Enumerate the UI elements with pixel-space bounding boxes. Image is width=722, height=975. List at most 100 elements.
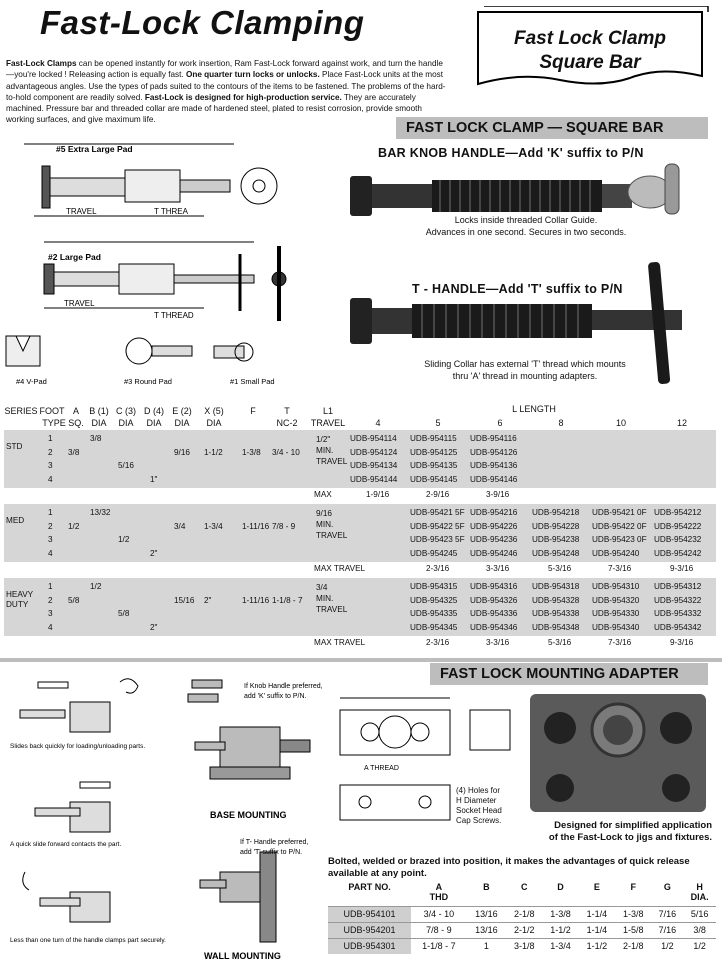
part-number: UDB-954316	[470, 582, 518, 591]
knob-caption-2: Advances in one second. Secures in two s…	[425, 227, 627, 237]
adapter-holes-note: (4) Holes for H Diameter Socket Head Cap…	[456, 786, 502, 826]
part-number: UDB-954318	[532, 582, 580, 591]
max-travel-value: 7-3/16	[608, 638, 632, 647]
hdr-x: X (5)	[204, 406, 224, 416]
hdr-length-title: L LENGTH	[512, 404, 556, 414]
part-number: UDB-954346	[470, 622, 518, 632]
t-handle-title: T - HANDLE—Add 'T' suffix to P/N	[412, 282, 623, 296]
hdr-b: B (1)	[89, 406, 109, 416]
series-name: STD	[6, 442, 23, 451]
hdr-series: SERIES	[4, 406, 38, 416]
max-travel-value: 9-3/16	[670, 638, 694, 647]
t-handle-clamp-image	[350, 262, 682, 384]
foot-type: 3	[48, 535, 53, 544]
knob-note-1: If Knob Handle preferred,	[244, 683, 323, 690]
e-dia: 3/4	[174, 521, 186, 531]
part-number: UDB-954226	[470, 521, 518, 531]
dimension-value: 3/4 - 10	[411, 905, 467, 922]
hdr-len-12: 12	[676, 418, 687, 428]
tthread-label-2: T THREAD	[154, 311, 194, 320]
part-number: UDB-95422 5F	[410, 521, 465, 531]
hdr-d: D (4)	[144, 406, 164, 416]
part-number: UDB-954136	[470, 461, 518, 470]
max-travel-value: 2-3/16	[426, 564, 450, 573]
part-number: UDB-954248	[532, 548, 580, 558]
max-label: MAX TRAVEL	[314, 638, 366, 647]
th-f: F	[630, 882, 636, 892]
hdr-len-8: 8	[558, 418, 564, 428]
part-number: UDB-954245	[410, 548, 458, 558]
foot-type: 1	[48, 582, 53, 591]
travel-label-2: TRAVEL	[64, 299, 95, 308]
part-number: UDB-954325	[410, 595, 458, 605]
c-dia: 5/16	[118, 461, 134, 470]
foot-type: 2	[48, 521, 53, 531]
part-number: UDB-954222	[654, 521, 702, 531]
part-number: UDB-95423 5F	[410, 535, 465, 544]
part-number: UDB-954322	[654, 595, 702, 605]
smallpad-label: #1 Small Pad	[230, 377, 275, 386]
section-header-square-bar: FAST LOCK CLAMP — SQUARE BAR	[396, 117, 708, 139]
hdr-a-2: SQ.	[68, 418, 84, 428]
min-travel-line: 1/2"	[316, 435, 331, 444]
x-dia: 1-1/2	[204, 447, 223, 457]
part-number: UDB-954345	[410, 622, 458, 632]
dimension-value: 5/16	[683, 905, 716, 922]
part-number: UDB-954201	[328, 921, 412, 938]
part-number: UDB-954238	[532, 535, 580, 544]
clamp-dimension-diagrams: #5 Extra Large Pad TRAVEL T THREA #2 Lar…	[5, 143, 287, 386]
part-number: UDB-954135	[410, 461, 458, 470]
travel-label: TRAVEL	[66, 207, 97, 216]
a-thread-label: A THREAD	[364, 765, 399, 772]
max-label: MAX TRAVEL	[314, 564, 366, 573]
dimension-value: 1-5/8	[615, 921, 652, 938]
dimension-value: 7/8 - 9	[411, 921, 467, 938]
part-number: UDB-954125	[410, 447, 458, 457]
series-name: HEAVY DUTY	[6, 590, 33, 609]
part-number: UDB-954332	[654, 609, 702, 618]
part-number: UDB-954320	[592, 595, 640, 605]
dimension-value: 1/2	[651, 937, 684, 954]
part-number: UDB-954336	[470, 609, 518, 618]
d-dia: 2"	[150, 622, 158, 632]
t-thread: 3/4 - 10	[272, 447, 300, 457]
dimension-value: 7/16	[651, 921, 684, 938]
th-g: G	[663, 882, 671, 892]
foot-type: 2	[48, 447, 53, 457]
base-mounting-label: BASE MOUNTING	[210, 810, 287, 820]
hdr-b-2: DIA	[91, 418, 107, 428]
part-number: UDB-954228	[532, 521, 580, 531]
knob-note-2: add 'K' suffix to P/N.	[244, 693, 307, 700]
th-d: D	[557, 882, 564, 892]
dimension-value: 1-1/2	[578, 937, 616, 954]
foot-type: 4	[48, 474, 53, 484]
part-number: UDB-954146	[470, 474, 518, 484]
hdr-t-2: NC-2	[276, 418, 298, 428]
clamp-operation-illustrations: Slides back quickly for loading/unloadin…	[10, 678, 166, 944]
hdr-len-6: 6	[497, 418, 503, 428]
part-number: UDB-95422 0F	[592, 521, 647, 531]
min-travel-line: TRAVEL	[316, 457, 348, 466]
knob-caption: Locks inside threaded Collar Guide. Adva…	[396, 214, 656, 238]
holes-note-3: Socket Head	[456, 806, 502, 815]
dimension-value: 1-3/8	[615, 905, 652, 922]
a-sq: 3/8	[68, 447, 80, 457]
op-caption-1: Slides back quickly for loading/unloadin…	[10, 743, 145, 750]
page-title: Fast-Lock Clamping	[40, 4, 365, 41]
adapter-bolted-note: Bolted, welded or brazed into position, …	[328, 856, 690, 879]
max-travel-value: 5-3/16	[548, 564, 572, 573]
hdr-a: A	[72, 406, 79, 416]
designed-line-1: Designed for simplified application	[554, 820, 712, 831]
e-dia: 15/16	[174, 595, 195, 605]
